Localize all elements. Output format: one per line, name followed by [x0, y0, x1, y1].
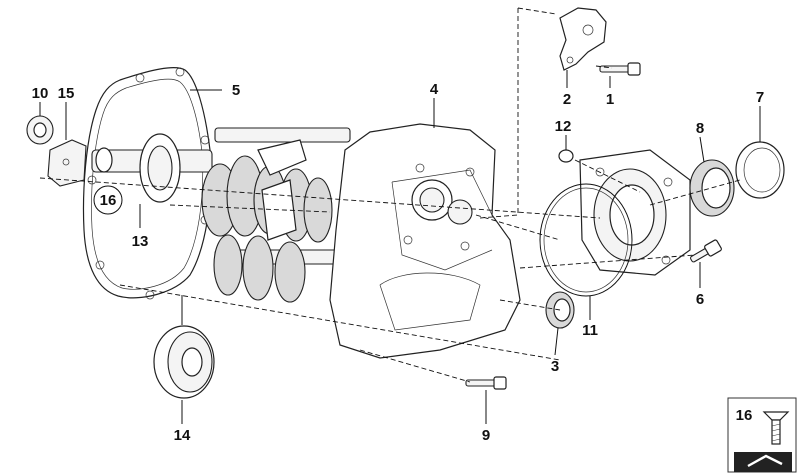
- callout-10: 10: [32, 85, 49, 102]
- callout-4: 4: [430, 81, 439, 98]
- callout-6: 6: [696, 291, 704, 308]
- bearing-part-14: [153, 325, 215, 399]
- callout-16: 16: [100, 192, 117, 209]
- callout-5: 5: [232, 82, 240, 99]
- callout-15: 15: [58, 85, 75, 102]
- legend-number: 16: [736, 407, 753, 424]
- bolt-part-9: [465, 376, 507, 390]
- plate-part-15: [47, 139, 87, 187]
- shaft-bearing-part-13: [91, 133, 213, 203]
- countersunk-screw-icon: [762, 411, 790, 445]
- callout-11: 11: [582, 322, 598, 339]
- callout-3: 3: [551, 358, 559, 375]
- callout-14: 14: [174, 427, 191, 444]
- callout-8: 8: [696, 120, 704, 137]
- callout-2: 2: [563, 91, 571, 108]
- gear-cluster: [201, 127, 351, 303]
- leader-lines: [39, 70, 761, 424]
- o-ring-part-11: [539, 183, 633, 297]
- o-ring-part-12: [558, 149, 574, 163]
- washer-part-10: [26, 115, 54, 145]
- legend-box: 16: [727, 397, 797, 473]
- tool-indicator-icon: [734, 452, 792, 472]
- bolt-part-1: [599, 62, 641, 76]
- seal-part-3: [545, 291, 575, 329]
- callout-12: 12: [555, 118, 572, 135]
- callout-7: 7: [756, 89, 764, 106]
- housing-part-4: [329, 123, 521, 359]
- assembly-lines: [39, 7, 741, 383]
- callout-13: 13: [132, 233, 149, 250]
- bolt-part-6: [690, 239, 722, 263]
- callout-1: 1: [606, 91, 614, 108]
- seal-part-7: [735, 141, 785, 199]
- cover-part-2: [559, 7, 607, 71]
- callout-9: 9: [482, 427, 490, 444]
- callout-ring-16: [93, 185, 123, 215]
- flange-housing: [579, 149, 691, 276]
